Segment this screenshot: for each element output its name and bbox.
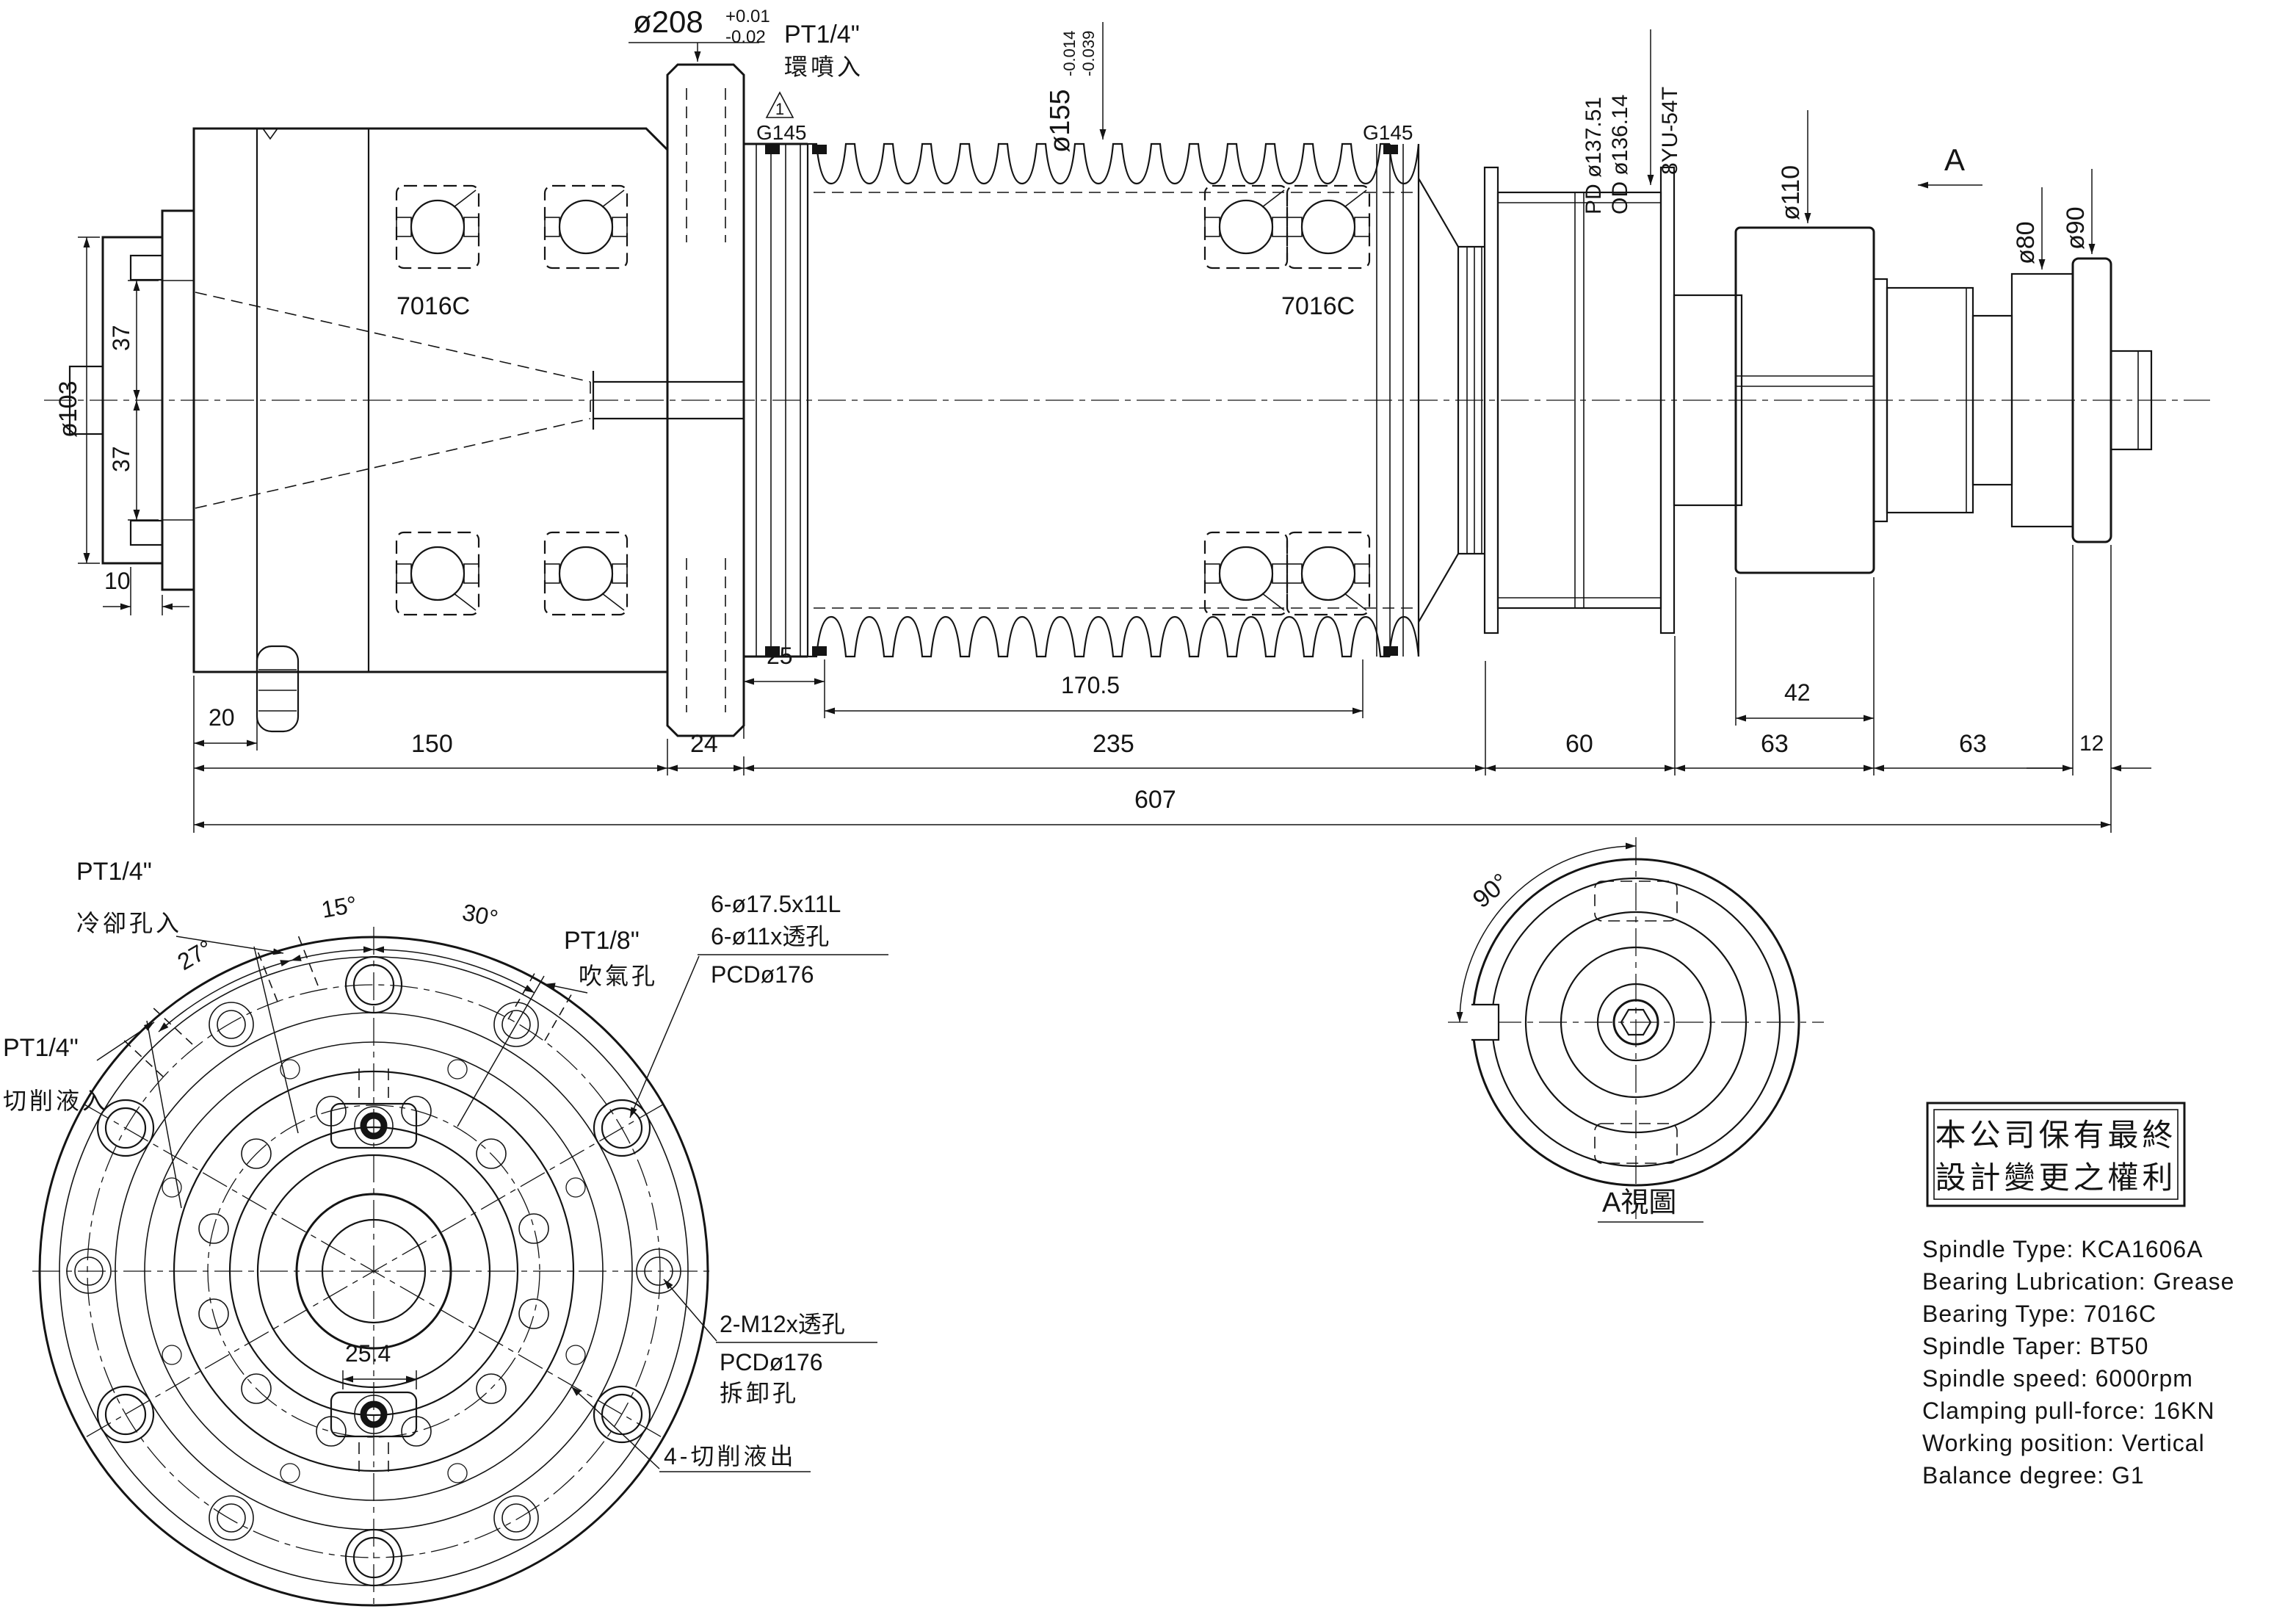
label-cut-in: 切削液入 [3, 1088, 109, 1114]
dim-angle-30: 30° [460, 899, 501, 932]
dim-63-b: 63 [1959, 730, 1987, 758]
dim-24: 24 [690, 730, 718, 758]
dim-d103: ø103 [54, 381, 82, 438]
dim-d208-upper-tol: +0.01 [725, 7, 770, 26]
front-flange-view: 15° 30° 27° 25.4 PT1/4" 冷卻孔入 PT1/4" 切削液入… [3, 858, 888, 1609]
dim-d155: ø155 [1045, 89, 1076, 153]
label-pd: PD ø137.51 [1582, 97, 1606, 214]
dim-d155-lower-tol: -0.039 [1079, 31, 1098, 76]
notice-line-2: 設計變更之權利 [1935, 1160, 2176, 1195]
label-view-a: A [1944, 142, 1965, 177]
label-m12: 2-M12x透孔 [720, 1311, 845, 1337]
label-triangle-1: 1 [775, 100, 784, 118]
main-section-view: ø208 +0.01 -0.02 PT1/4" 環噴入 1 G145 ø155 … [44, 4, 2210, 833]
dim-d90: ø90 [2062, 206, 2090, 250]
dim-angle-27: 27° [173, 935, 217, 975]
a-detail-view: 90° A視圖 [1448, 837, 1824, 1223]
dim-d110: ø110 [1777, 165, 1805, 220]
spec-bearing-lubrication: Bearing Lubrication: Grease [1922, 1268, 2234, 1295]
dim-12: 12 [2079, 731, 2104, 756]
label-holes-small: 6-ø11x透孔 [711, 923, 829, 950]
dim-37-lower: 37 [108, 446, 134, 472]
label-removal: 拆卸孔 [720, 1380, 799, 1406]
dim-25: 25 [767, 643, 793, 669]
spec-clamping-force: Clamping pull-force: 16KN [1922, 1398, 2215, 1424]
dim-37-upper: 37 [108, 325, 134, 351]
dim-d155-upper-tol: -0.014 [1060, 31, 1079, 76]
label-air-hole: 吹氣孔 [579, 963, 658, 989]
dim-170-5: 170.5 [1061, 672, 1120, 698]
label-pulley-type: 8YU-54T [1658, 87, 1682, 175]
label-cut-out: 4-切削液出 [664, 1443, 796, 1469]
label-od: OD ø136.14 [1608, 95, 1632, 214]
dim-angle-15: 15° [319, 891, 359, 923]
label-pt14-ring: PT1/4" [784, 21, 860, 48]
label-pt18: PT1/8" [564, 927, 640, 955]
dim-10: 10 [104, 568, 131, 594]
spec-spindle-speed: Spindle speed: 6000rpm [1922, 1365, 2193, 1392]
label-ring-in: 環噴入 [784, 54, 863, 80]
label-cool-in: 冷卻孔入 [76, 910, 182, 936]
spec-balance-degree: Balance degree: G1 [1922, 1462, 2145, 1489]
label-pt14-cool: PT1/4" [76, 858, 152, 886]
label-pcd-top: PCDø176 [711, 961, 814, 988]
dim-d208: ø208 [633, 4, 703, 39]
label-bearing-right: 7016C [1281, 292, 1355, 320]
dim-235: 235 [1093, 730, 1134, 758]
dim-25-4: 25.4 [345, 1340, 391, 1367]
label-bearing-left: 7016C [396, 292, 470, 320]
dim-d208-lower-tol: -0.02 [725, 27, 766, 47]
label-g145-right: G145 [1363, 121, 1413, 144]
dim-607: 607 [1134, 786, 1176, 814]
dim-20: 20 [209, 704, 235, 731]
label-holes-big: 6-ø17.5x11L [711, 891, 841, 917]
label-pcd-bottom: PCDø176 [720, 1349, 823, 1375]
label-g145-left: G145 [756, 121, 807, 144]
spec-spindle-taper: Spindle Taper: BT50 [1922, 1333, 2148, 1359]
dim-63-a: 63 [1761, 730, 1789, 758]
notice-box: 本公司保有最終 設計變更之權利 [1926, 1102, 2186, 1207]
dim-d80: ø80 [2012, 221, 2040, 264]
spec-working-position: Working position: Vertical [1922, 1430, 2205, 1456]
spec-bearing-type: Bearing Type: 7016C [1922, 1301, 2156, 1327]
dim-42: 42 [1784, 679, 1811, 706]
dim-60: 60 [1565, 730, 1593, 758]
spec-list: Spindle Type: KCA1606A Bearing Lubricati… [1922, 1236, 2234, 1489]
label-pt14-cut: PT1/4" [3, 1034, 79, 1062]
spec-spindle-type: Spindle Type: KCA1606A [1922, 1236, 2203, 1262]
notice-line-1: 本公司保有最終 [1935, 1118, 2176, 1152]
dim-150: 150 [411, 730, 453, 758]
a-view-title: A視圖 [1602, 1187, 1676, 1218]
dim-angle-90: 90° [1468, 868, 1515, 914]
